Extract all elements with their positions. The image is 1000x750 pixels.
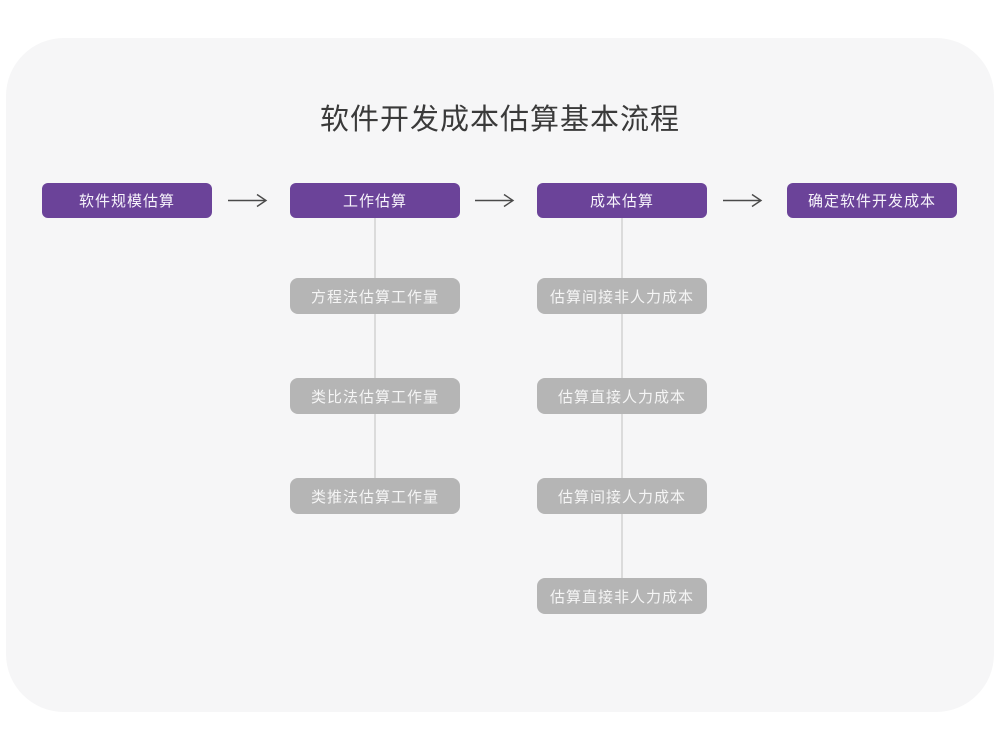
sub-node-analogy-method: 类比法估算工作量 <box>290 378 460 414</box>
sub-node-direct-labor-cost: 估算直接人力成本 <box>537 378 707 414</box>
flow-node-determine-development-cost: 确定软件开发成本 <box>787 183 957 218</box>
connector-line-work-column <box>374 218 376 496</box>
diagram-title: 软件开发成本估算基本流程 <box>319 104 680 136</box>
diagram-card-background <box>6 38 994 712</box>
flow-node-cost-estimation: 成本估算 <box>537 183 707 218</box>
flow-node-software-scale-estimation: 软件规模估算 <box>42 183 212 218</box>
sub-node-indirect-nonlabor-cost: 估算间接非人力成本 <box>537 278 707 314</box>
arrow-right-icon <box>475 193 515 208</box>
sub-node-inference-method: 类推法估算工作量 <box>290 478 460 514</box>
arrow-right-icon <box>723 193 763 208</box>
sub-node-equation-method: 方程法估算工作量 <box>290 278 460 314</box>
arrow-right-icon <box>228 193 268 208</box>
flow-node-work-estimation: 工作估算 <box>290 183 460 218</box>
sub-node-direct-nonlabor-cost: 估算直接非人力成本 <box>537 578 707 614</box>
sub-node-indirect-labor-cost: 估算间接人力成本 <box>537 478 707 514</box>
